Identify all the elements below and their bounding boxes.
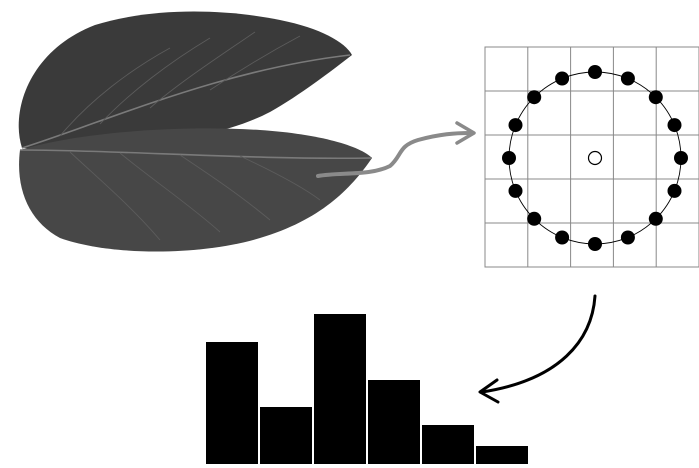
grid-lines: [485, 47, 699, 267]
histogram-bar-6: [476, 446, 528, 464]
lower-leaf-midrib: [19, 149, 373, 160]
neighbor-point-icon: [620, 71, 635, 86]
histogram-bar-3: [314, 314, 366, 464]
leaf-veins: [59, 31, 321, 241]
neighbor-point-icon: [667, 118, 682, 133]
neighbor-point-icon: [555, 230, 570, 245]
neighbor-point-icon: [508, 118, 523, 133]
neighbor-point-icon: [555, 71, 570, 86]
histogram-bar-1: [206, 342, 258, 464]
upper-leaf-midrib: [21, 54, 351, 149]
histogram-bar-2: [260, 407, 312, 464]
neighbor-point-icon: [588, 65, 602, 79]
arrow-grid-to-histogram: [478, 294, 597, 404]
neighbor-point-icon: [527, 90, 542, 105]
grid-panel: [484, 46, 699, 268]
histogram-bar-4: [368, 380, 420, 464]
center-pixel-icon: [587, 150, 603, 166]
neighbor-point-icon: [648, 211, 663, 226]
neighbor-point-icon: [508, 183, 523, 198]
neighbor-point-icon: [527, 211, 542, 226]
neighbor-point-icon: [620, 230, 635, 245]
neighbor-point-icon: [588, 237, 602, 251]
histogram: [206, 314, 528, 464]
neighbor-point-icon: [674, 151, 688, 165]
lower-leaf: [19, 128, 373, 252]
neighbor-point-icon: [667, 183, 682, 198]
histogram-bar-5: [422, 425, 474, 464]
neighbor-point-icon: [502, 151, 516, 165]
arrow-leaf-to-grid: [316, 121, 476, 178]
leaf-image: [18, 11, 373, 252]
neighbor-point-icon: [648, 90, 663, 105]
neighbor-points: [502, 65, 688, 251]
